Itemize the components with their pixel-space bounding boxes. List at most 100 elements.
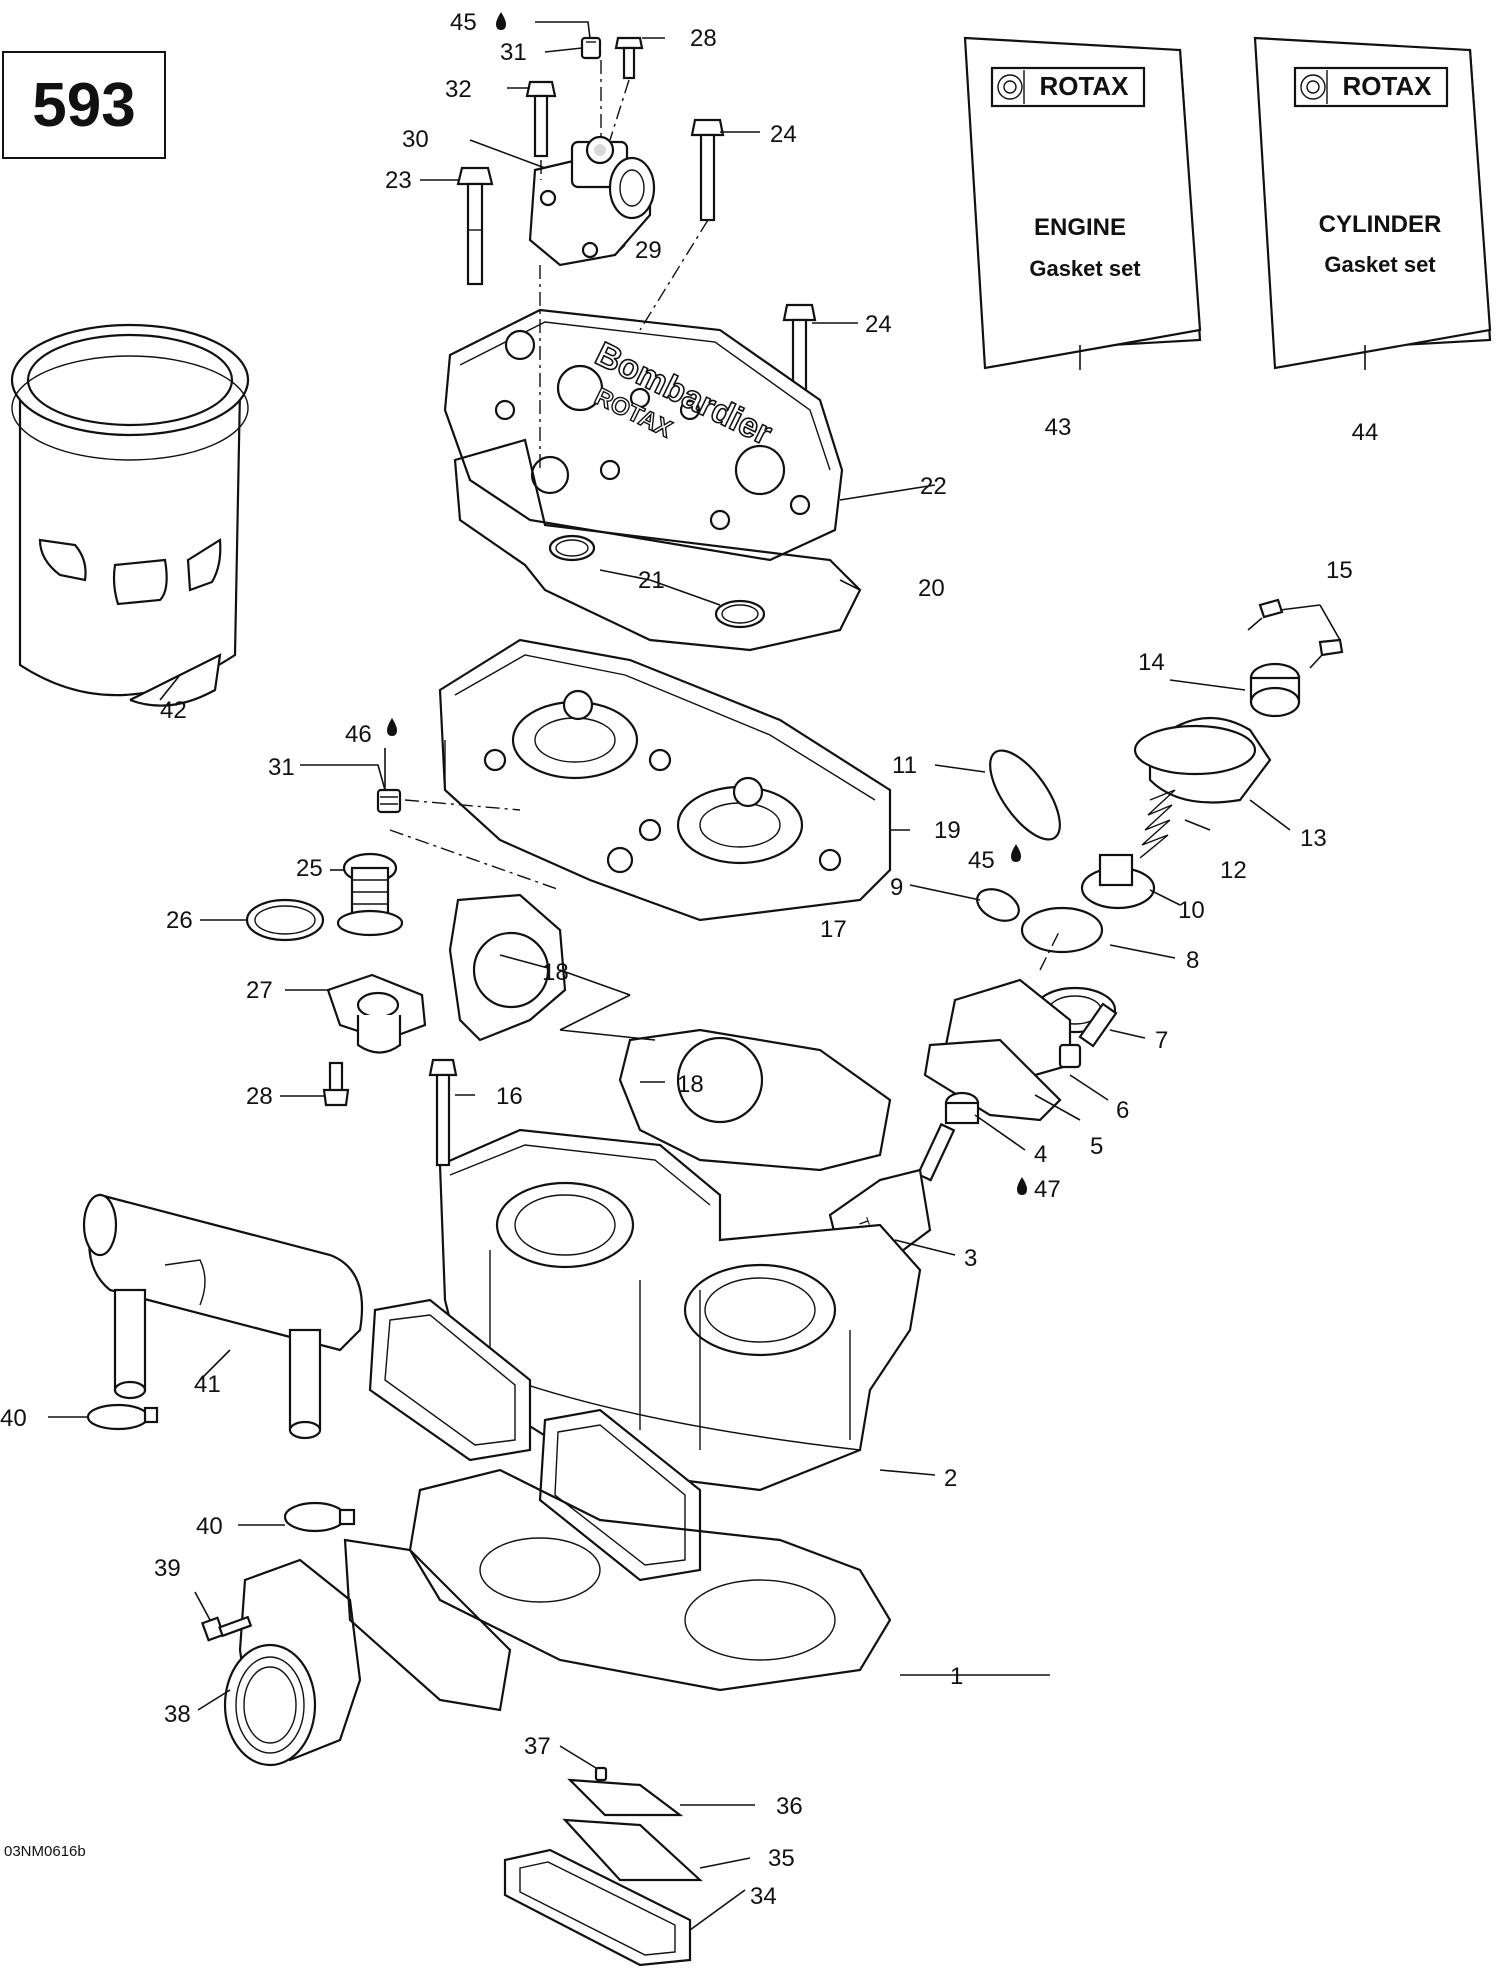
reed-valve-cage-left[interactable] xyxy=(368,1298,532,1462)
drop-icon xyxy=(1017,1177,1027,1195)
rotax-logo-icon xyxy=(1300,74,1326,100)
coolant-outlet-elbow[interactable] xyxy=(528,135,656,267)
bolt-32[interactable] xyxy=(525,80,557,158)
engine-gasket-set-booklet[interactable]: ROTAX ENGINE Gasket set xyxy=(963,36,1202,370)
head-gasket-front[interactable] xyxy=(448,893,567,1042)
booklet-subtitle: Gasket set xyxy=(1324,252,1436,277)
valve-piston-10[interactable] xyxy=(1080,853,1156,910)
callout-1: 1 xyxy=(950,1663,963,1690)
callout-21: 21 xyxy=(638,567,665,594)
o-ring-9[interactable] xyxy=(972,883,1024,927)
callout-30: 30 xyxy=(402,126,429,153)
head-gasket-rear[interactable] xyxy=(618,1028,892,1172)
callout-42: 42 xyxy=(160,697,187,724)
callout-11: 11 xyxy=(892,752,917,779)
callout-41: 41 xyxy=(194,1371,221,1398)
clamp-40-upper[interactable] xyxy=(86,1403,159,1431)
bolt-23[interactable] xyxy=(456,166,494,286)
callout-24-lower: 24 xyxy=(865,311,892,338)
callout-45-top: 45 xyxy=(450,9,477,36)
plug-screw[interactable] xyxy=(580,36,602,60)
callout-34: 34 xyxy=(750,1883,777,1910)
callout-20: 20 xyxy=(918,575,945,602)
callout-8: 8 xyxy=(1186,947,1199,974)
callout-13: 13 xyxy=(1300,825,1327,852)
drop-icon xyxy=(1011,844,1021,862)
callout-2: 2 xyxy=(944,1465,957,1492)
callout-23: 23 xyxy=(385,167,412,194)
callout-19: 19 xyxy=(934,817,961,844)
small-bolt-28-lower[interactable] xyxy=(322,1061,350,1107)
plug-31-lower[interactable] xyxy=(376,788,402,814)
callout-47: 47 xyxy=(1034,1176,1061,1203)
cylinder-base-gasket[interactable] xyxy=(408,1468,892,1692)
reed-screw-37[interactable] xyxy=(594,1766,608,1782)
callout-39: 39 xyxy=(154,1555,181,1582)
valve-cover[interactable] xyxy=(1133,716,1272,804)
callout-10: 10 xyxy=(1178,897,1205,924)
thermostat-seal[interactable] xyxy=(245,898,325,942)
booklet-title: CYLINDER xyxy=(1319,211,1442,238)
booklet-brand: ROTAX xyxy=(1039,71,1129,101)
screw-15-left[interactable] xyxy=(1247,598,1284,631)
reed-petal-35[interactable] xyxy=(562,1818,703,1882)
cover-gasket[interactable] xyxy=(453,438,862,652)
callout-44: 44 xyxy=(1352,419,1379,446)
exhaust-manifold[interactable] xyxy=(82,1193,364,1440)
screw-15-right[interactable] xyxy=(1309,638,1344,669)
callout-18-upper: 18 xyxy=(542,959,569,986)
callout-35: 35 xyxy=(768,1845,795,1872)
callout-28-top: 28 xyxy=(690,25,717,52)
small-bolt-28-top[interactable] xyxy=(614,36,644,80)
reed-valve-cage-right[interactable] xyxy=(538,1408,702,1582)
valve-cap-14[interactable] xyxy=(1249,662,1301,718)
callout-31-top: 31 xyxy=(500,39,527,66)
page-number-box: 593 xyxy=(2,51,166,159)
callout-46: 46 xyxy=(345,721,372,748)
callout-32: 32 xyxy=(445,76,472,103)
callout-45-mid: 45 xyxy=(968,847,995,874)
callout-22: 22 xyxy=(920,473,947,500)
callout-4: 4 xyxy=(1034,1141,1047,1168)
booklet-title: ENGINE xyxy=(1034,214,1126,241)
thermostat[interactable] xyxy=(336,852,404,937)
callout-16: 16 xyxy=(496,1083,523,1110)
reed-stop-36[interactable] xyxy=(567,1778,684,1817)
callout-18-lower: 18 xyxy=(677,1071,704,1098)
leader-lines xyxy=(48,21,1366,1931)
callout-7: 7 xyxy=(1155,1027,1168,1054)
callout-40-upper: 40 xyxy=(0,1405,27,1432)
thermostat-housing[interactable] xyxy=(326,973,427,1054)
page-number: 593 xyxy=(32,70,136,140)
drawing-code: 03NM0616b xyxy=(4,1843,86,1860)
reed-block-34[interactable] xyxy=(503,1848,692,1967)
callout-14: 14 xyxy=(1138,649,1165,676)
callout-29: 29 xyxy=(635,237,662,264)
cylinder-stud-bolt-16[interactable] xyxy=(428,1058,458,1167)
callout-6: 6 xyxy=(1116,1097,1129,1124)
valve-gasket-5[interactable] xyxy=(923,1038,1062,1122)
bolt-39[interactable] xyxy=(200,1615,253,1642)
callout-9: 9 xyxy=(890,874,903,901)
bolt-24-upper[interactable] xyxy=(690,118,725,222)
callout-27: 27 xyxy=(246,977,273,1004)
callout-37: 37 xyxy=(524,1733,551,1760)
cylinder-head[interactable] xyxy=(438,638,892,922)
valve-bellows-4[interactable] xyxy=(944,1091,980,1125)
drop-icon xyxy=(387,718,397,736)
cylinder-gasket-set-booklet[interactable]: ROTAX CYLINDER Gasket set xyxy=(1253,36,1492,370)
o-ring-11[interactable] xyxy=(977,740,1073,850)
callout-31-lower: 31 xyxy=(268,754,295,781)
intake-gasket[interactable] xyxy=(343,1538,512,1712)
clamp-40-lower[interactable] xyxy=(283,1501,356,1533)
callout-labels: 43 44 45 31 28 32 30 24 23 29 24 22 21 2… xyxy=(0,9,1378,1910)
cylinder-head-cover[interactable]: Bombardier ROTAX xyxy=(443,308,844,562)
callout-15: 15 xyxy=(1326,557,1353,584)
carburetor-flange[interactable] xyxy=(223,1558,362,1767)
callout-12: 12 xyxy=(1220,857,1247,884)
cylinder-sleeve[interactable] xyxy=(10,323,250,707)
callout-24-upper: 24 xyxy=(770,121,797,148)
valve-spring[interactable] xyxy=(1139,789,1176,859)
callout-43: 43 xyxy=(1045,414,1072,441)
screw-7[interactable] xyxy=(1078,1002,1118,1048)
